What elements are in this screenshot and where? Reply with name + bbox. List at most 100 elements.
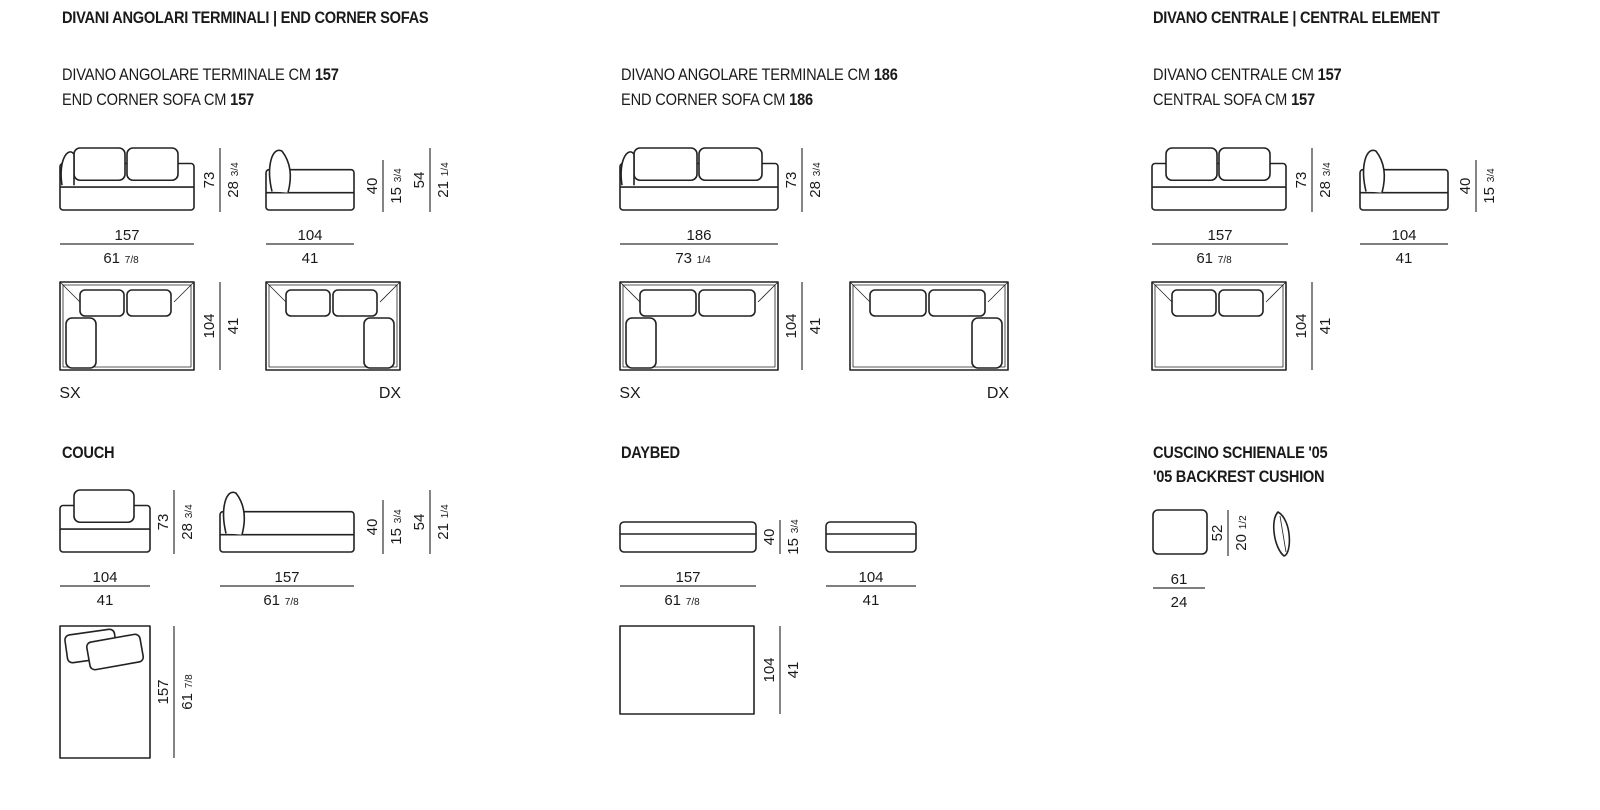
end-corner-186-width-dim-in: 73 1/4 xyxy=(675,250,711,267)
cushion-side xyxy=(1272,511,1291,557)
cushion-height-dim: 52 20 1/2 xyxy=(1209,510,1250,556)
end-corner-157-seat-dim-in: 15 3/4 xyxy=(388,168,405,204)
central-side xyxy=(1359,149,1449,211)
end-corner-186-dx-label: DX xyxy=(987,385,1010,402)
central-plan-corner xyxy=(1265,281,1287,303)
end-corner-157-plan-sx-outline xyxy=(59,281,195,371)
cushion-height-dim-in: 20 1/2 xyxy=(1233,515,1250,551)
end-corner-157-sx-label: SX xyxy=(59,385,81,402)
end-corner-186-plan-sx-side-pillow xyxy=(625,317,657,369)
couch-front xyxy=(59,489,151,553)
couch-seat-dim-cm: 40 xyxy=(364,519,381,536)
daybed-length-dim-cm: 157 xyxy=(675,569,700,586)
end-corner-157-plan-sx-corner xyxy=(173,281,195,303)
daybed-depth-dim-in: 41 xyxy=(863,592,880,609)
couch-length-dim-in: 61 7/8 xyxy=(263,592,299,609)
end-corner-157-side-back xyxy=(268,149,292,193)
daybed-heading: DAYBED xyxy=(621,443,680,462)
end-corner-157-title-en: END CORNER SOFA CM 157 xyxy=(62,90,255,109)
central-front-cushion xyxy=(1165,147,1218,182)
end-corner-157-width-dim-cm: 157 xyxy=(114,227,139,244)
couch-front-cushion xyxy=(73,489,135,524)
central-seat-dim-cm: 40 xyxy=(1457,178,1474,195)
end-corner-186-plan-dx-corner xyxy=(987,281,1009,303)
end-corner-186-plan-sx-corner xyxy=(619,281,641,303)
end-corner-186-sx-label: SX xyxy=(619,385,641,402)
central-plan-outline xyxy=(1151,281,1287,371)
daybed-plan-dim-in: 41 xyxy=(785,662,802,679)
couch-side-base xyxy=(219,510,355,553)
cushion-front xyxy=(1152,509,1208,555)
end-corner-157-arm-dim-cm: 54 xyxy=(411,172,428,189)
end-corner-157-plan-dim-in: 41 xyxy=(225,318,242,335)
end-corner-186-height-dim-in: 28 3/4 xyxy=(807,162,824,198)
end-corner-157-front xyxy=(59,147,195,211)
daybed-front-body xyxy=(619,521,757,553)
daybed-plan-dim-cm: 104 xyxy=(761,657,778,682)
daybed-plan-dim: 104 41 xyxy=(761,626,802,714)
end-corner-157-plan-dx-back-cushion xyxy=(332,289,378,317)
end-corner-157-plan-dx-inner xyxy=(268,284,398,368)
end-corner-186-plan-sx-back-cushion xyxy=(639,289,697,317)
end-corner-157-plan-dx-side-pillow xyxy=(363,317,395,369)
end-corner-157-plan-dx-corner xyxy=(379,281,401,303)
couch-side xyxy=(219,491,355,553)
end-corner-186-front-cushion xyxy=(698,147,763,182)
end-corner-157-plan-dx-outline xyxy=(265,281,401,371)
cushion-height-dim-cm: 52 xyxy=(1209,525,1226,542)
end-corner-186-plan-dx-back-cushion xyxy=(869,289,927,317)
central-depth-dim-cm: 104 xyxy=(1391,227,1416,244)
end-corner-157-plan-sx-corner xyxy=(59,281,81,303)
couch-plan-outline xyxy=(59,625,151,759)
end-corner-157-plan-dx-corner xyxy=(265,281,287,303)
couch-arm-dim-cm: 54 xyxy=(411,514,428,531)
end-corner-157-seat-dim-cm: 40 xyxy=(364,178,381,195)
central-seat-dim: 40 15 3/4 xyxy=(1457,160,1498,212)
end-corner-157-plan-sx-back-cushion xyxy=(79,289,125,317)
end-corner-157-plan-sx xyxy=(59,281,195,371)
end-corner-157-seat-dim: 40 15 3/4 xyxy=(364,160,405,212)
daybed-height-dim-cm: 40 xyxy=(761,529,778,546)
end-corner-157-front-cushion xyxy=(126,147,179,182)
end-corner-157-title-it: DIVANO ANGOLARE TERMINALE CM 157 xyxy=(62,65,339,84)
central-width-dim-cm: 157 xyxy=(1207,227,1232,244)
central-front-cushion xyxy=(1218,147,1271,182)
end-corner-157-depth-dim-in: 41 xyxy=(302,250,319,267)
end-corner-157-plan-sx-side-pillow xyxy=(65,317,97,369)
end-corner-157-front-arm-left xyxy=(60,151,75,186)
couch-plan xyxy=(59,625,151,759)
daybed-front xyxy=(619,521,757,553)
cushion-width-dim-cm: 61 xyxy=(1171,571,1188,588)
end-corner-186-front xyxy=(619,147,779,211)
end-corner-heading: DIVANI ANGOLARI TERMINALI | END CORNER S… xyxy=(62,8,429,27)
end-corner-186-front-cushion xyxy=(633,147,698,182)
daybed-length-dim-in: 61 7/8 xyxy=(664,592,700,609)
end-corner-186-plan-sx xyxy=(619,281,779,371)
end-corner-157-depth-dim-cm: 104 xyxy=(297,227,322,244)
end-corner-157-plan-dx xyxy=(265,281,401,371)
end-corner-157-plan-sx-inner xyxy=(62,284,192,368)
end-corner-186-plan-dx-side-pillow xyxy=(971,317,1003,369)
end-corner-157-height-dim-cm: 73 xyxy=(201,172,218,189)
couch-side-back xyxy=(222,491,246,535)
central-seat-dim-in: 15 3/4 xyxy=(1481,168,1498,204)
central-plan-inner xyxy=(1154,284,1284,368)
central-plan-dim-in: 41 xyxy=(1317,318,1334,335)
end-corner-186-title-it: DIVANO ANGOLARE TERMINALE CM 186 xyxy=(621,65,898,84)
central-plan-dim-cm: 104 xyxy=(1293,313,1310,338)
couch-plan-pillow xyxy=(85,633,145,671)
central-title-en: CENTRAL SOFA CM 157 xyxy=(1153,90,1315,109)
couch-width-dim-cm: 104 xyxy=(92,569,117,586)
